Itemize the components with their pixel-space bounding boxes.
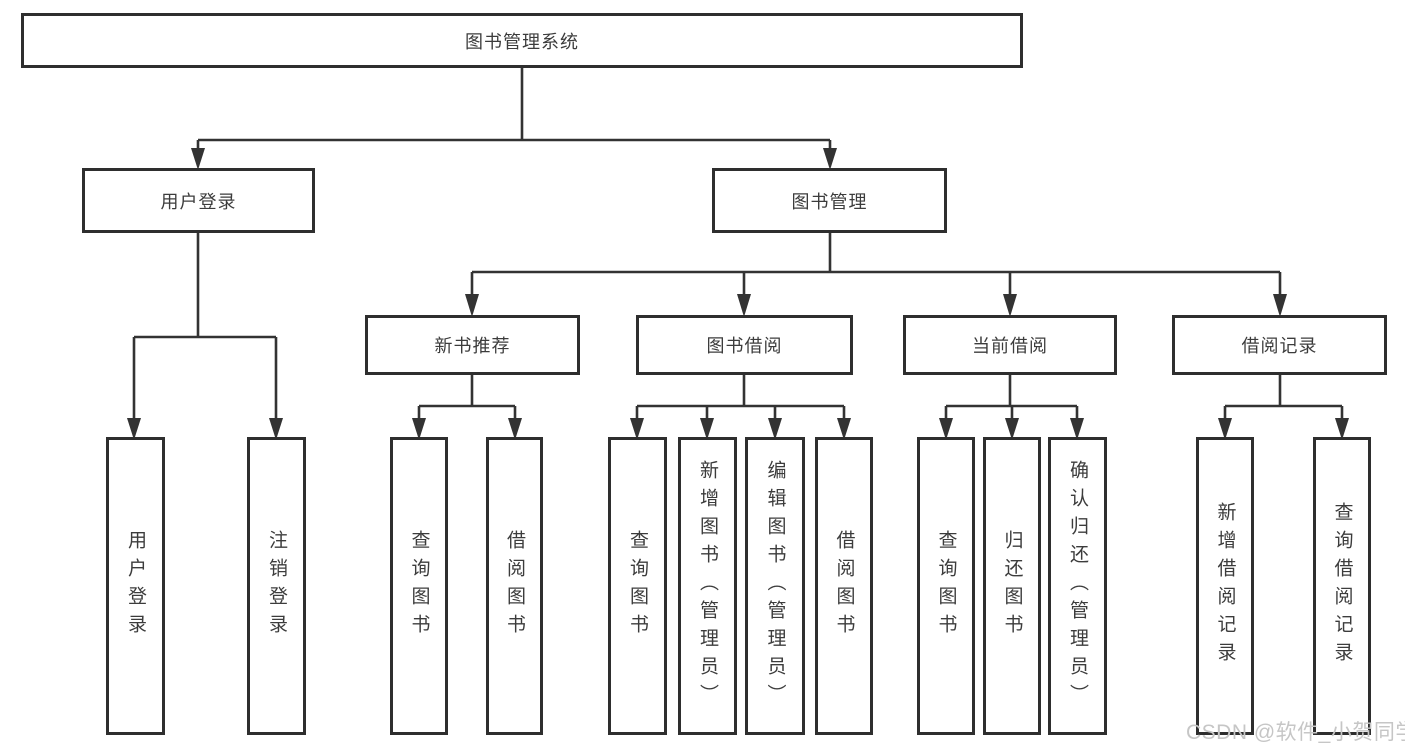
leaf-label: 借阅图书 bbox=[833, 530, 855, 642]
connector-root-to-level2 bbox=[191, 68, 837, 170]
node-book-management: 图书管理 bbox=[712, 168, 947, 233]
connector-new-rec-children bbox=[412, 375, 522, 440]
connector-book-mgmt-children bbox=[465, 233, 1287, 317]
arrow-down-icon bbox=[823, 148, 837, 170]
leaf-label: 查询图书 bbox=[627, 530, 648, 642]
node-label: 当前借阅 bbox=[972, 336, 1048, 356]
arrow-down-icon bbox=[508, 418, 522, 440]
leaf-query-borrow-record: 查询借阅记录 bbox=[1313, 437, 1371, 735]
arrow-down-icon bbox=[768, 418, 782, 440]
leaf-label: 注销登录 bbox=[266, 530, 287, 642]
leaf-query-books: 查询图书 bbox=[608, 437, 667, 735]
leaf-borrow-books: 借阅图书 bbox=[815, 437, 873, 735]
arrow-down-icon bbox=[837, 418, 851, 440]
node-library-management-system: 图书管理系统 bbox=[21, 13, 1023, 68]
connector-user-login-children bbox=[127, 233, 283, 440]
leaf-label: 查询图书 bbox=[408, 530, 430, 642]
leaf-borrow-books: 借阅图书 bbox=[486, 437, 543, 735]
node-label: 图书管理 bbox=[791, 191, 868, 212]
leaf-logout: 注销登录 bbox=[247, 437, 306, 735]
leaf-add-books-admin: 新增图书（管理员） bbox=[678, 437, 737, 735]
arrow-down-icon bbox=[1070, 418, 1084, 440]
arrow-down-icon bbox=[737, 294, 751, 317]
arrow-down-icon bbox=[412, 418, 426, 440]
node-new-book-recommendation: 新书推荐 bbox=[365, 315, 580, 375]
leaf-label: 新增借阅记录 bbox=[1214, 502, 1236, 670]
node-borrowing-records: 借阅记录 bbox=[1172, 315, 1387, 375]
leaf-edit-books-admin: 编辑图书（管理员） bbox=[745, 437, 805, 735]
leaf-label: 确认归还（管理员） bbox=[1067, 460, 1088, 712]
leaf-label: 借阅图书 bbox=[504, 530, 525, 642]
arrow-down-icon bbox=[1218, 418, 1232, 440]
node-label: 新书推荐 bbox=[434, 336, 511, 356]
csdn-watermark: CSDN @软件_小贺同学 bbox=[1186, 721, 1405, 744]
arrow-down-icon bbox=[269, 418, 283, 440]
node-user-login: 用户登录 bbox=[82, 168, 315, 233]
node-current-borrowing: 当前借阅 bbox=[903, 315, 1117, 375]
leaf-label: 归还图书 bbox=[1001, 530, 1023, 642]
leaf-return-books: 归还图书 bbox=[983, 437, 1041, 735]
arrow-down-icon bbox=[1273, 294, 1287, 317]
node-label: 图书借阅 bbox=[706, 336, 783, 356]
leaf-user-login: 用户登录 bbox=[106, 437, 165, 735]
leaf-label: 用户登录 bbox=[125, 530, 146, 642]
arrow-down-icon bbox=[1335, 418, 1349, 440]
node-label: 用户登录 bbox=[160, 191, 237, 212]
arrow-down-icon bbox=[191, 148, 205, 170]
arrow-down-icon bbox=[1005, 418, 1019, 440]
arrow-down-icon bbox=[630, 418, 644, 440]
node-book-borrowing: 图书借阅 bbox=[636, 315, 853, 375]
connector-borrow-record-children bbox=[1218, 375, 1349, 440]
leaf-label: 查询图书 bbox=[935, 530, 957, 642]
arrow-down-icon bbox=[465, 294, 479, 317]
leaf-label: 查询借阅记录 bbox=[1331, 502, 1353, 670]
leaf-confirm-return-admin: 确认归还（管理员） bbox=[1048, 437, 1107, 735]
connector-book-borrow-children bbox=[630, 375, 851, 440]
connector-current-borrow-children bbox=[939, 375, 1084, 440]
arrow-down-icon bbox=[939, 418, 953, 440]
arrow-down-icon bbox=[700, 418, 714, 440]
node-label: 图书管理系统 bbox=[465, 31, 579, 52]
arrow-down-icon bbox=[1003, 294, 1017, 317]
leaf-add-borrow-record: 新增借阅记录 bbox=[1196, 437, 1254, 735]
leaf-query-books: 查询图书 bbox=[390, 437, 448, 735]
node-label: 借阅记录 bbox=[1241, 336, 1318, 356]
leaf-label: 新增图书（管理员） bbox=[697, 460, 718, 712]
leaf-query-books: 查询图书 bbox=[917, 437, 975, 735]
leaf-label: 编辑图书（管理员） bbox=[764, 460, 786, 712]
arrow-down-icon bbox=[127, 418, 141, 440]
